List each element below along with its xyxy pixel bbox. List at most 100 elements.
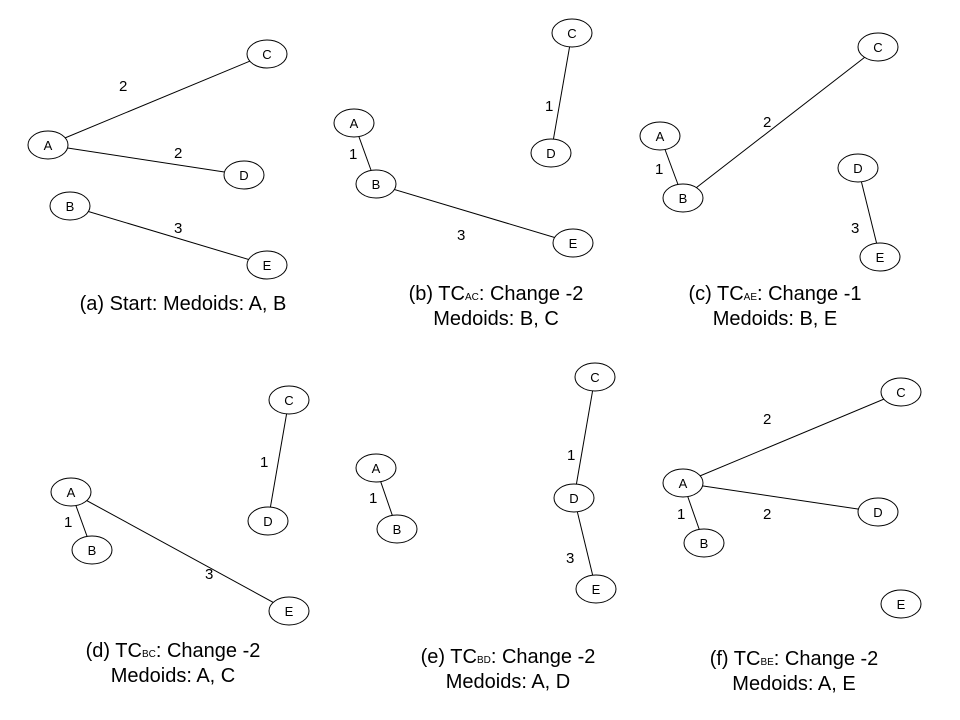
panel-a: 2 2 3 C A D B E (a) Start: Medoids: A, B <box>27 39 288 315</box>
panel-d: 1 1 3 C D A B E (d) TCBC: Change -2 Medo… <box>50 385 310 687</box>
svg-text:A: A <box>350 116 359 131</box>
svg-text:D: D <box>569 491 578 506</box>
edge-weight: 2 <box>763 506 771 523</box>
edge-weight: 3 <box>851 220 859 237</box>
edge-a-c <box>47 53 268 146</box>
svg-text:C: C <box>590 370 599 385</box>
edge-weight: 1 <box>64 514 72 531</box>
panel-f: 2 2 1 C A D B E (f) TCBE: Change -2 Medo… <box>662 377 922 695</box>
node: E <box>246 250 288 280</box>
node: E <box>880 589 922 619</box>
svg-text:B: B <box>679 191 688 206</box>
node: C <box>551 18 593 48</box>
edge-weight: 1 <box>369 490 377 507</box>
node: E <box>268 596 310 626</box>
edge-c-d <box>550 32 573 154</box>
node: E <box>859 242 901 272</box>
node: C <box>880 377 922 407</box>
svg-text:A: A <box>679 476 688 491</box>
caption-line-1: (a) Start: Medoids: A, B <box>80 293 287 315</box>
svg-text:E: E <box>592 582 601 597</box>
node: A <box>27 130 69 160</box>
panel-e: 1 3 1 C D E A B (e) TCBD: Change -2 Medo… <box>355 362 617 693</box>
svg-text:E: E <box>897 597 906 612</box>
svg-text:B: B <box>700 536 709 551</box>
edge-weight: 1 <box>567 447 575 464</box>
caption-line-2: Medoids: B, C <box>433 308 559 330</box>
node: D <box>837 153 879 183</box>
node: C <box>857 32 899 62</box>
caption-line-2: Medoids: A, E <box>732 673 855 695</box>
node: D <box>530 138 572 168</box>
node: B <box>49 191 91 221</box>
node: C <box>268 385 310 415</box>
node: B <box>662 183 704 213</box>
edge-weight: 1 <box>545 98 553 115</box>
node: B <box>376 514 418 544</box>
edge-weight: 2 <box>763 411 771 428</box>
caption-line-1: (c) TCAE: Change -1 <box>688 283 861 305</box>
svg-text:A: A <box>67 485 76 500</box>
edge-a-d <box>47 144 245 176</box>
node: C <box>574 362 616 392</box>
node: B <box>71 535 113 565</box>
svg-text:C: C <box>284 393 293 408</box>
svg-text:D: D <box>263 514 272 529</box>
node: E <box>575 574 617 604</box>
edge-weight: 1 <box>655 161 663 178</box>
caption-line-2: Medoids: A, C <box>111 665 236 687</box>
svg-text:E: E <box>285 604 294 619</box>
edge-c-d <box>267 399 290 522</box>
svg-text:B: B <box>372 177 381 192</box>
svg-text:D: D <box>853 161 862 176</box>
edge-weight: 2 <box>119 78 127 95</box>
caption-line-2: Medoids: A, D <box>446 671 571 693</box>
edge-weight: 1 <box>349 146 357 163</box>
svg-text:B: B <box>88 543 97 558</box>
svg-text:C: C <box>896 385 905 400</box>
edge-weight: 3 <box>566 550 574 567</box>
node: B <box>683 528 725 558</box>
caption-line-2: Medoids: B, E <box>713 308 838 330</box>
svg-text:A: A <box>656 129 665 144</box>
edge-weight: 1 <box>260 454 268 471</box>
edge-weight: 3 <box>205 566 213 583</box>
edge-weight: 2 <box>763 114 771 131</box>
svg-text:A: A <box>44 138 53 153</box>
caption-line-1: (f) TCBE: Change -2 <box>710 648 879 670</box>
svg-text:D: D <box>239 168 248 183</box>
panel-b: 1 1 3 C D A B E (b) TCAC: Change -2 Medo… <box>333 18 594 330</box>
svg-text:B: B <box>66 199 75 214</box>
edge-c-d <box>573 376 596 499</box>
node: D <box>553 483 595 513</box>
node: D <box>247 506 289 536</box>
node: D <box>223 160 265 190</box>
edge-b-e <box>69 205 268 266</box>
node: A <box>639 121 681 151</box>
svg-text:C: C <box>262 47 271 62</box>
edge-d-e <box>573 497 597 590</box>
svg-text:E: E <box>569 236 578 251</box>
svg-text:C: C <box>567 26 576 41</box>
edge-weight: 3 <box>174 220 182 237</box>
node: A <box>50 477 92 507</box>
edge-weight: 1 <box>677 506 685 523</box>
edge-weight: 2 <box>174 145 182 162</box>
edge-b-c <box>682 46 879 199</box>
caption-line-1: (d) TCBC: Change -2 <box>86 640 261 662</box>
svg-text:D: D <box>546 146 555 161</box>
node: E <box>552 228 594 258</box>
svg-text:E: E <box>876 250 885 265</box>
node: C <box>246 39 288 69</box>
node: A <box>355 453 397 483</box>
node: B <box>355 169 397 199</box>
edge-weight: 3 <box>457 227 465 244</box>
svg-text:E: E <box>263 258 272 273</box>
edge-b-e <box>375 183 574 244</box>
edge-a-d <box>682 482 879 513</box>
panel-c: 2 1 3 C A B D E (c) TCAE: Change -1 Medo… <box>639 32 901 330</box>
svg-text:D: D <box>873 505 882 520</box>
svg-text:C: C <box>873 40 882 55</box>
node: A <box>662 468 704 498</box>
node: A <box>333 108 375 138</box>
